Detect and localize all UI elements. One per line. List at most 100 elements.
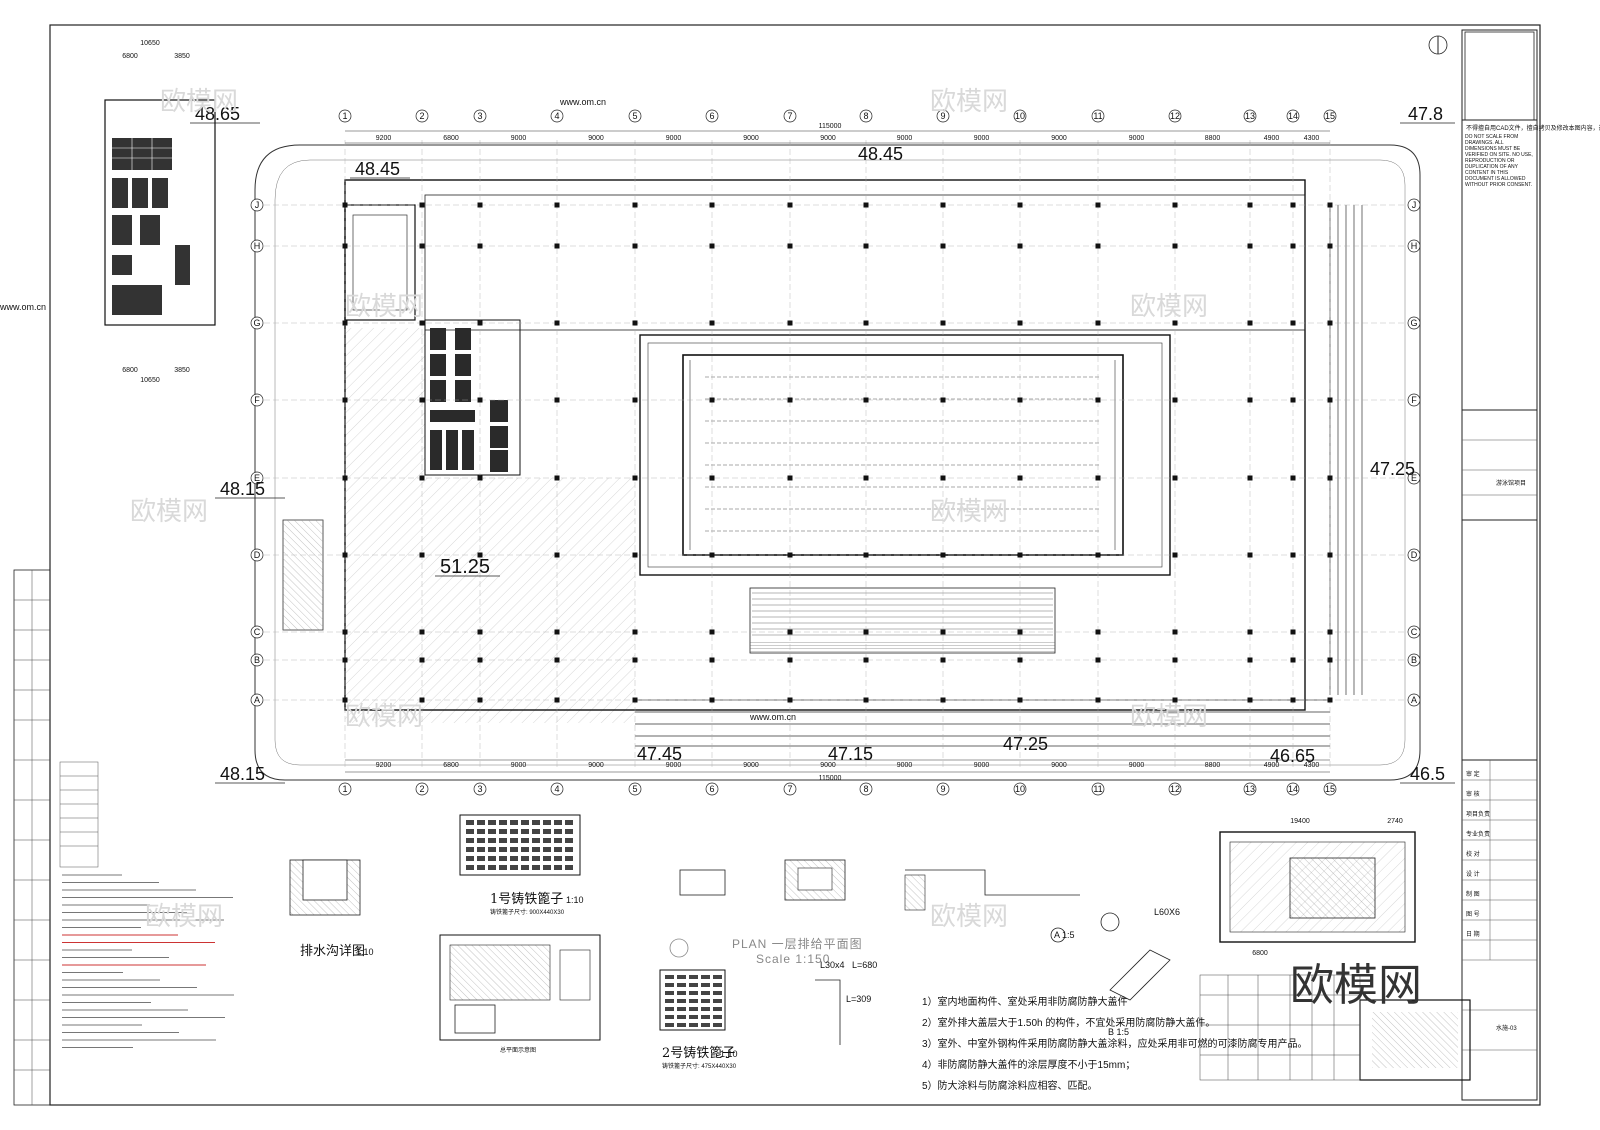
elevation-48-45-a: 48.45 bbox=[355, 159, 400, 179]
structural-column bbox=[342, 243, 348, 249]
grid-bubble-left bbox=[250, 693, 264, 707]
structural-column bbox=[940, 697, 946, 703]
grid-bubble-bottom bbox=[936, 782, 950, 796]
structural-column bbox=[632, 202, 638, 208]
grid-bubble-right bbox=[1407, 548, 1421, 562]
dimension-top: 9000 bbox=[588, 135, 604, 142]
structural-column bbox=[632, 629, 638, 635]
svg-text:欧模网: 欧模网 bbox=[1130, 701, 1208, 731]
structural-column bbox=[940, 320, 946, 326]
structural-column bbox=[1095, 629, 1101, 635]
structural-column bbox=[1095, 243, 1101, 249]
grid-bubble-left bbox=[250, 393, 264, 407]
structural-column bbox=[1247, 320, 1253, 326]
structural-column bbox=[1095, 475, 1101, 481]
grid-label-top: 7 bbox=[787, 111, 792, 121]
elevation-47-45: 47.45 bbox=[637, 744, 682, 764]
structural-column bbox=[419, 202, 425, 208]
svg-text:10650: 10650 bbox=[140, 377, 160, 384]
title-block-row-label: 审 核 bbox=[1466, 790, 1480, 798]
grid-bubble-bottom bbox=[415, 782, 429, 796]
structural-column bbox=[477, 202, 483, 208]
structural-column bbox=[1095, 397, 1101, 403]
grid-label-top: 11 bbox=[1093, 111, 1102, 121]
grate-1-detail: 1号铸铁篦子 1:10 铸铁篦子尺寸: 900X440X30 bbox=[459, 814, 584, 916]
svg-text:6800: 6800 bbox=[122, 53, 138, 60]
structural-column bbox=[419, 697, 425, 703]
grate-2-scale: 1:10 bbox=[720, 1049, 738, 1059]
grate-2-detail: 2号铸铁篦子 1:10 铸铁篦子尺寸: 475X440X30 bbox=[659, 969, 738, 1070]
structural-column bbox=[787, 697, 793, 703]
grid-bubble-top bbox=[936, 109, 950, 123]
dimension-top: 6800 bbox=[443, 135, 459, 142]
structural-column bbox=[1017, 397, 1023, 403]
plan-label: PLAN 一层排给平面图 Scale 1:150 bbox=[669, 937, 862, 966]
grid-bubble-top bbox=[1323, 109, 1337, 123]
structural-column bbox=[1172, 397, 1178, 403]
structural-column bbox=[1290, 243, 1296, 249]
dimension-top: 9000 bbox=[666, 135, 682, 142]
structural-column bbox=[1290, 475, 1296, 481]
fire-protection-notes: 1）室内地面构件、室处采用非防腐防静大盖件 2）室外排大盖层大于1.50h 的构… bbox=[922, 995, 1308, 1092]
dimension-top: 4300 bbox=[1304, 135, 1320, 142]
grid-label-top: 4 bbox=[554, 111, 559, 121]
structural-column bbox=[1172, 243, 1178, 249]
grid-bubble-bottom bbox=[1091, 782, 1105, 796]
grate-2-size: 铸铁篦子尺寸: 475X440X30 bbox=[662, 1062, 737, 1070]
structural-column bbox=[1290, 320, 1296, 326]
elevation-47-25-a: 47.25 bbox=[1370, 459, 1415, 479]
grid-label-right: F bbox=[1411, 395, 1417, 405]
elevation-51-25: 51.25 bbox=[440, 556, 490, 578]
structural-column bbox=[1327, 475, 1333, 481]
svg-text:www.om.cn: www.om.cn bbox=[559, 97, 606, 107]
svg-text:欧模网: 欧模网 bbox=[1130, 291, 1208, 321]
structural-column bbox=[554, 697, 560, 703]
dimension-top: 9200 bbox=[376, 135, 392, 142]
structural-column bbox=[1017, 657, 1023, 663]
svg-text:欧模网: 欧模网 bbox=[130, 496, 208, 526]
structural-column bbox=[787, 320, 793, 326]
dimension-top: 9000 bbox=[820, 135, 836, 142]
grid-label-top: 12 bbox=[1170, 111, 1180, 121]
building-outline bbox=[344, 179, 1306, 711]
dimension-bottom: 9200 bbox=[376, 762, 392, 769]
structural-column bbox=[863, 320, 869, 326]
grid-label-right: D bbox=[1411, 550, 1418, 560]
angle-label: L60X6 bbox=[1154, 907, 1180, 917]
grid-bubble-bottom bbox=[783, 782, 797, 796]
grid-label-right: G bbox=[1410, 318, 1417, 328]
structural-column bbox=[1247, 657, 1253, 663]
svg-text:www.om.cn: www.om.cn bbox=[0, 302, 46, 312]
grid-label-left: G bbox=[253, 318, 260, 328]
structural-column bbox=[1327, 243, 1333, 249]
title-block-warning: 不得擅自用CAD文件，擅自拷贝及修改本图内容，违者追究法律责任 bbox=[1466, 124, 1600, 132]
dimension-top: 9000 bbox=[897, 135, 913, 142]
grid-bubble-top bbox=[550, 109, 564, 123]
dimension-top: 4900 bbox=[1264, 135, 1280, 142]
svg-text:欧模网: 欧模网 bbox=[345, 291, 423, 321]
structural-column bbox=[1017, 697, 1023, 703]
total-dimension-top: 115000 bbox=[819, 123, 842, 130]
title-block-row-label: 校 对 bbox=[1466, 850, 1480, 858]
structural-column bbox=[1327, 320, 1333, 326]
note-5: 5）防大涂料与防腐涂料应相容、匹配。 bbox=[922, 1079, 1098, 1092]
equipment-room bbox=[424, 319, 521, 476]
grate-1-title: 1号铸铁篦子 bbox=[490, 891, 563, 907]
grid-label-bottom: 5 bbox=[632, 784, 637, 794]
structural-column bbox=[940, 202, 946, 208]
structural-column bbox=[477, 320, 483, 326]
grid-bubble-bottom bbox=[338, 782, 352, 796]
structural-column bbox=[940, 243, 946, 249]
structural-column bbox=[554, 475, 560, 481]
structural-column bbox=[1172, 697, 1178, 703]
structural-column bbox=[940, 397, 946, 403]
elevation-48-65: 48.65 bbox=[195, 104, 240, 124]
trench-scale: 1:10 bbox=[356, 947, 374, 957]
north-arrow-icon bbox=[1428, 35, 1448, 55]
grid-label-left: H bbox=[254, 241, 261, 251]
grid-bubble-right bbox=[1407, 653, 1421, 667]
grid-label-top: 8 bbox=[863, 111, 868, 121]
dimension-bottom: 9000 bbox=[743, 762, 759, 769]
sheet-border bbox=[49, 24, 1541, 1106]
structural-column bbox=[863, 697, 869, 703]
